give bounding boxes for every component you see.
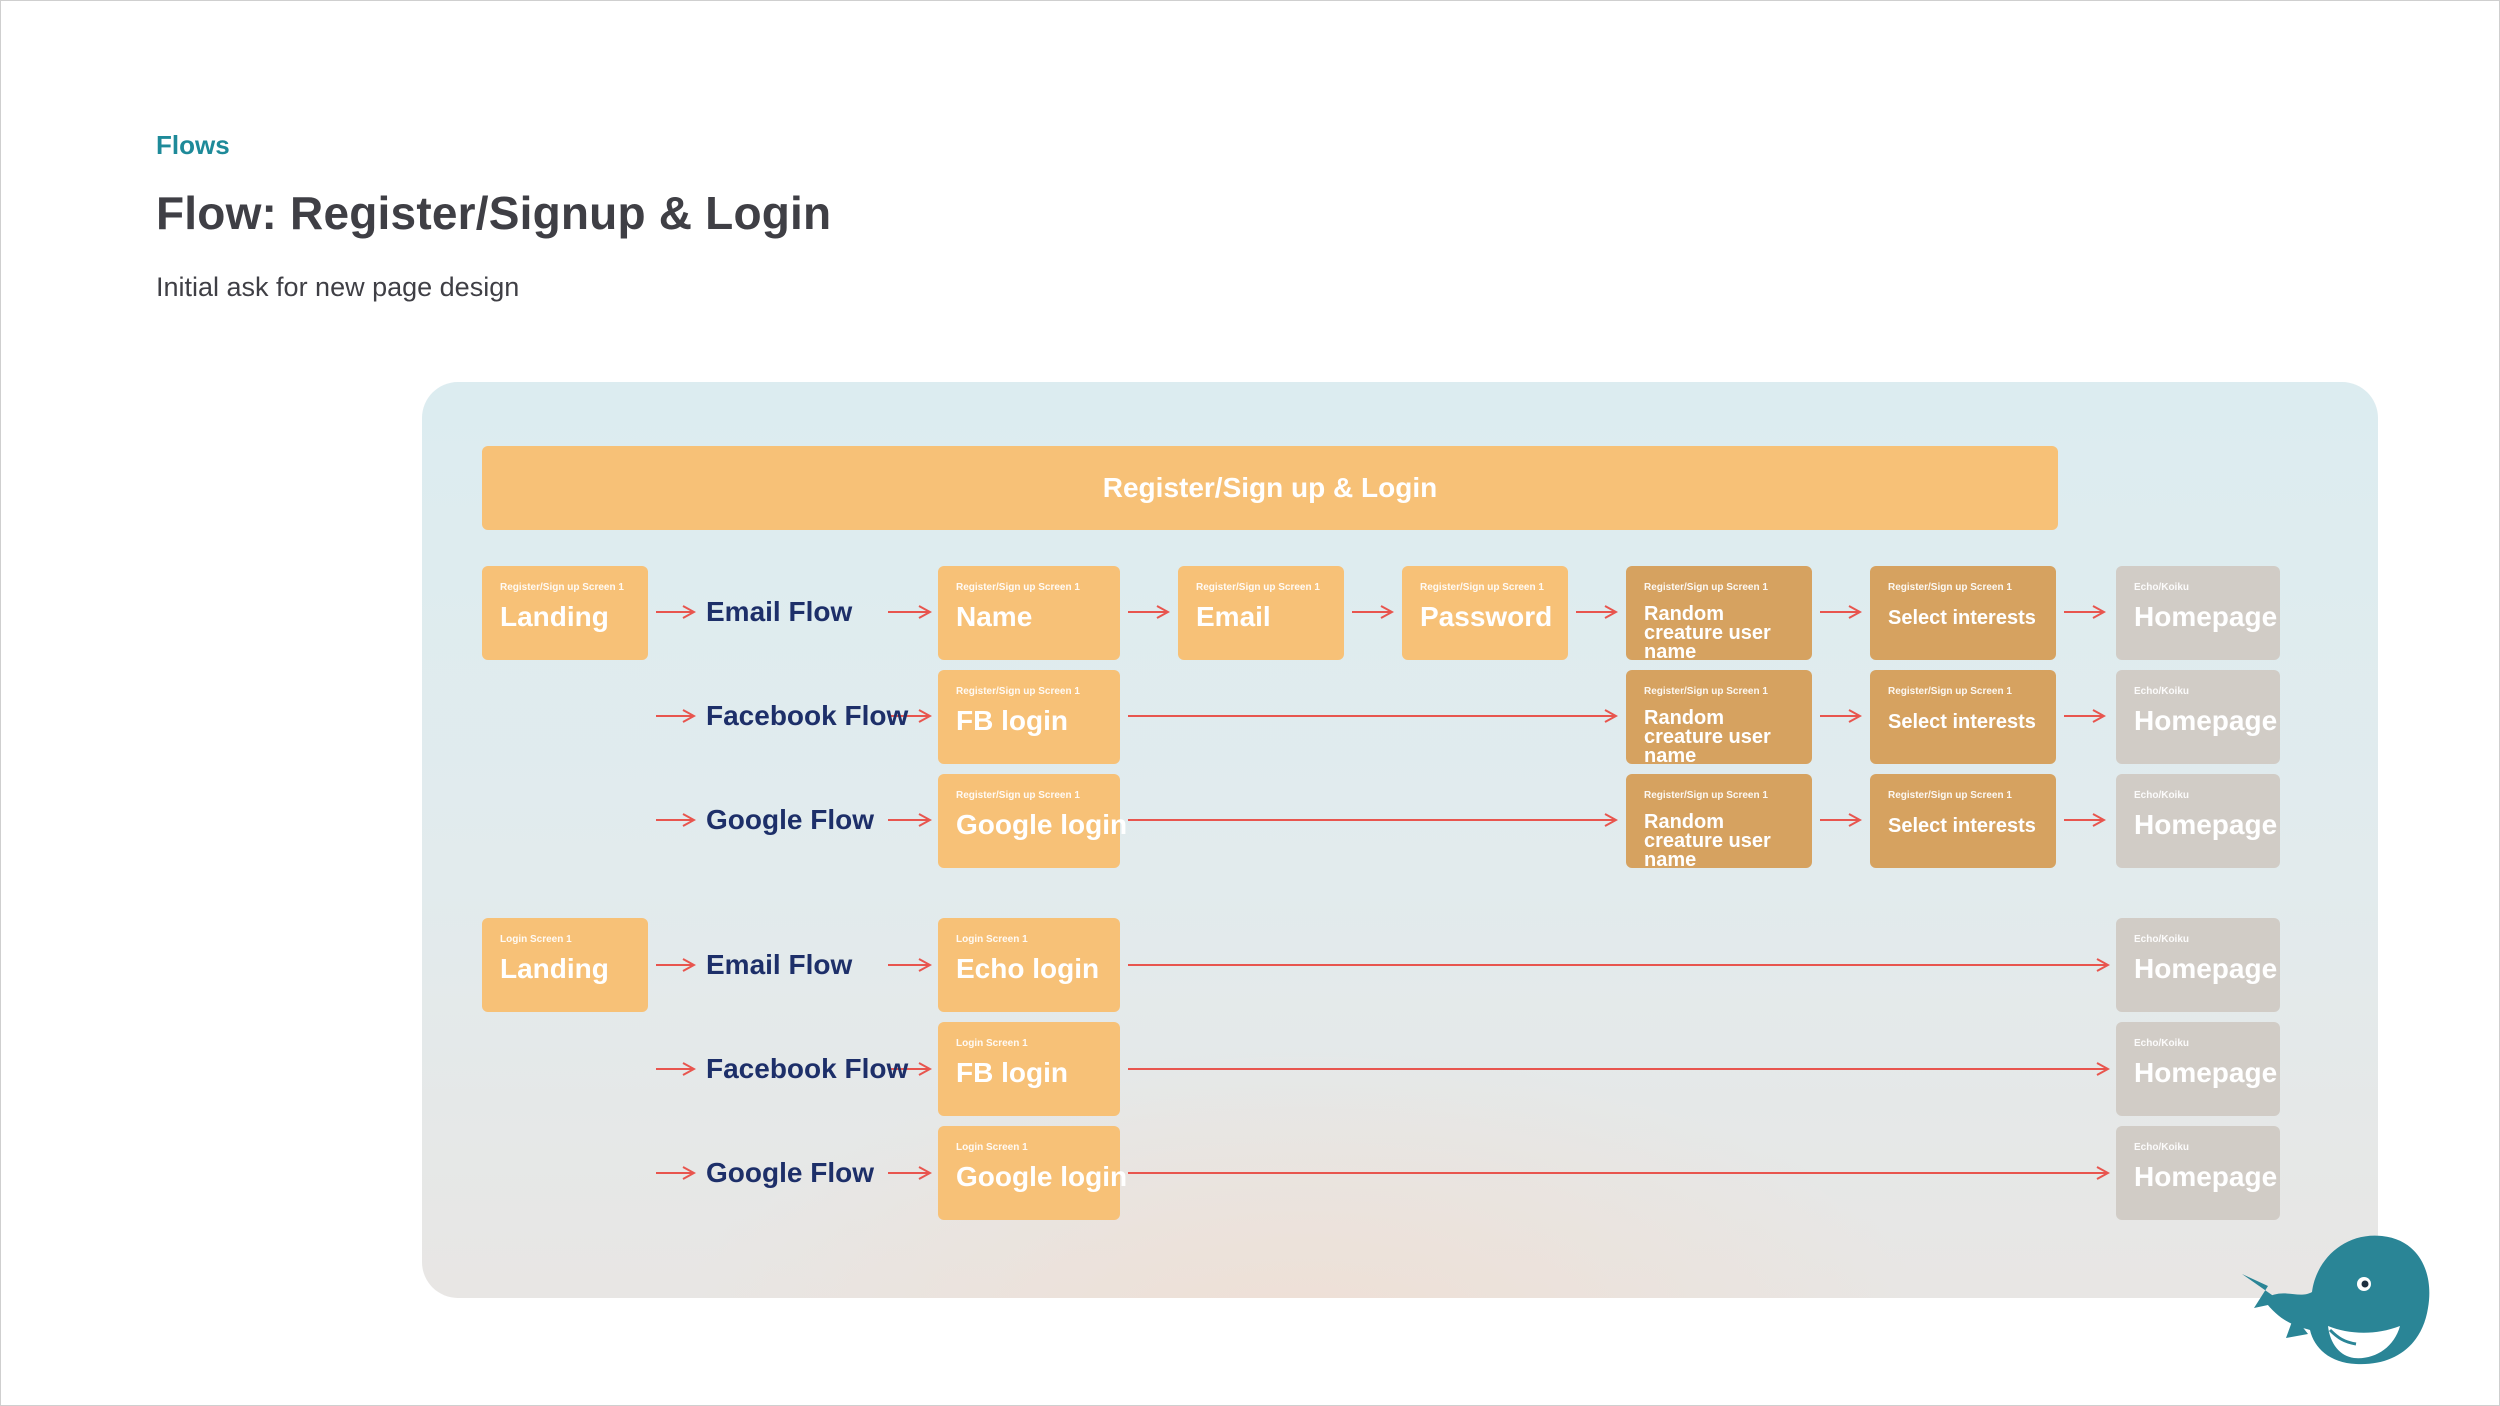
node-caption: Register/Sign up Screen 1 (1888, 686, 2012, 697)
login-fb-login-node[interactable]: Login Screen 1 FB login (938, 1022, 1120, 1116)
node-label: Password (1420, 601, 1553, 632)
register-name-node[interactable]: Register/Sign up Screen 1 Name (938, 566, 1120, 660)
node-caption: Login Screen 1 (956, 1142, 1028, 1153)
login-echo-login-node[interactable]: Login Screen 1 Echo login (938, 918, 1120, 1012)
node-caption: Login Screen 1 (500, 934, 572, 945)
node-caption: Login Screen 1 (956, 934, 1028, 945)
register-google-flow-label: Google Flow (706, 804, 874, 835)
node-caption: Echo/Koiku (2134, 934, 2190, 945)
login-homepage-node[interactable]: Echo/Koiku Homepage (2116, 1126, 2280, 1220)
node-caption: Register/Sign up Screen 1 (1888, 582, 2012, 593)
node-caption: Register/Sign up Screen 1 (1644, 582, 1768, 593)
node-label: Random creature user name (1644, 603, 1771, 663)
arrow-layer (656, 382, 2378, 1298)
node-caption: Echo/Koiku (2134, 1038, 2190, 1049)
register-fb-login-node[interactable]: Register/Sign up Screen 1 FB login (938, 670, 1120, 764)
page-subtitle: Initial ask for new page design (156, 272, 520, 302)
node-caption: Register/Sign up Screen 1 (1196, 582, 1320, 593)
register-username-node[interactable]: Register/Sign up Screen 1 Random creatur… (1626, 774, 1812, 871)
node-label: Name (956, 601, 1033, 632)
node-label: Google login (956, 1161, 1128, 1192)
login-homepage-node[interactable]: Echo/Koiku Homepage (2116, 1022, 2280, 1116)
node-label: Select interests (1888, 711, 2036, 733)
node-label: Echo login (956, 953, 1100, 984)
node-caption: Register/Sign up Screen 1 (1644, 790, 1768, 801)
node-label: Random creature user name (1644, 707, 1771, 767)
node-label: Homepage (2134, 601, 2278, 632)
node-label: Landing (500, 953, 609, 984)
node-caption: Register/Sign up Screen 1 (956, 686, 1080, 697)
node-label: Homepage (2134, 1057, 2278, 1088)
node-caption: Register/Sign up Screen 1 (1644, 686, 1768, 697)
node-caption: Register/Sign up Screen 1 (1420, 582, 1544, 593)
page-title: Flow: Register/Signup & Login (156, 187, 832, 239)
register-interests-node[interactable]: Register/Sign up Screen 1 Select interes… (1870, 566, 2056, 660)
login-google-flow-label: Google Flow (706, 1157, 874, 1188)
node-label: FB login (956, 705, 1068, 736)
node-label: FB login (956, 1057, 1068, 1088)
node-caption: Register/Sign up Screen 1 (1888, 790, 2012, 801)
register-username-node[interactable]: Register/Sign up Screen 1 Random creatur… (1626, 566, 1812, 663)
node-caption: Echo/Koiku (2134, 1142, 2190, 1153)
register-homepage-node[interactable]: Echo/Koiku Homepage (2116, 566, 2280, 660)
register-landing-node[interactable]: Register/Sign up Screen 1 Landing (482, 566, 648, 660)
node-label: Landing (500, 601, 609, 632)
node-label: Homepage (2134, 705, 2278, 736)
register-email-flow-label: Email Flow (706, 596, 853, 627)
node-label: Homepage (2134, 1161, 2278, 1192)
register-homepage-node[interactable]: Echo/Koiku Homepage (2116, 670, 2280, 764)
login-landing-node[interactable]: Login Screen 1 Landing (482, 918, 648, 1012)
register-interests-node[interactable]: Register/Sign up Screen 1 Select interes… (1870, 670, 2056, 764)
node-caption: Echo/Koiku (2134, 582, 2190, 593)
register-google-login-node[interactable]: Register/Sign up Screen 1 Google login (938, 774, 1128, 868)
node-label: Random creature user name (1644, 811, 1771, 871)
flow-diagram-panel: Register/Sign up & Login Register/Sign u… (422, 382, 2378, 1298)
node-label: Homepage (2134, 953, 2278, 984)
register-username-node[interactable]: Register/Sign up Screen 1 Random creatur… (1626, 670, 1812, 767)
node-label: Homepage (2134, 809, 2278, 840)
node-caption: Register/Sign up Screen 1 (956, 790, 1080, 801)
register-password-node[interactable]: Register/Sign up Screen 1 Password (1402, 566, 1568, 660)
login-google-login-node[interactable]: Login Screen 1 Google login (938, 1126, 1128, 1220)
register-homepage-node[interactable]: Echo/Koiku Homepage (2116, 774, 2280, 868)
node-label: Google login (956, 809, 1128, 840)
node-caption: Register/Sign up Screen 1 (956, 582, 1080, 593)
node-label: Select interests (1888, 607, 2036, 629)
login-email-flow-label: Email Flow (706, 949, 853, 980)
node-caption: Echo/Koiku (2134, 686, 2190, 697)
flow-banner: Register/Sign up & Login (482, 446, 2058, 530)
register-interests-node[interactable]: Register/Sign up Screen 1 Select interes… (1870, 774, 2056, 868)
login-facebook-flow-label: Facebook Flow (706, 1053, 909, 1084)
login-homepage-node[interactable]: Echo/Koiku Homepage (2116, 918, 2280, 1012)
node-label: Select interests (1888, 815, 2036, 837)
node-caption: Register/Sign up Screen 1 (500, 582, 624, 593)
register-facebook-flow-label: Facebook Flow (706, 700, 909, 731)
node-caption: Login Screen 1 (956, 1038, 1028, 1049)
register-email-node[interactable]: Register/Sign up Screen 1 Email (1178, 566, 1344, 660)
section-eyebrow: Flows (156, 130, 230, 160)
node-label: Email (1196, 601, 1271, 632)
whale-icon (2242, 1235, 2430, 1365)
node-caption: Echo/Koiku (2134, 790, 2190, 801)
